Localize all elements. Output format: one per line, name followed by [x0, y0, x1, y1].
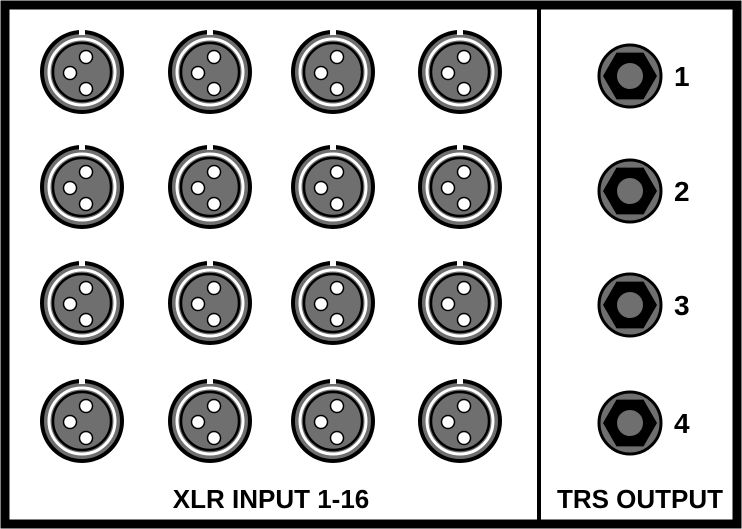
xlr-connector-12 — [418, 261, 502, 345]
xlr-pin-icon — [206, 196, 222, 212]
xlr-pin-icon — [313, 180, 329, 196]
xlr-latch-icon — [330, 261, 336, 266]
xlr-connector-4 — [418, 30, 502, 114]
xlr-pin-icon — [329, 280, 345, 296]
xlr-latch-icon — [330, 379, 336, 384]
trs-output-column: 1 2 3 4 — [597, 43, 690, 456]
xlr-pin-icon — [62, 296, 78, 312]
xlr-connector-5 — [40, 145, 124, 229]
xlr-connector-15 — [291, 379, 375, 463]
xlr-latch-icon — [457, 379, 463, 384]
xlr-connector-11 — [291, 261, 375, 345]
xlr-connector-9 — [40, 261, 124, 345]
xlr-latch-icon — [79, 30, 85, 35]
xlr-connector-1 — [40, 30, 124, 114]
xlr-input-label: XLR INPUT 1-16 — [173, 484, 370, 514]
trs-output-label: TRS OUTPUT — [557, 484, 723, 514]
xlr-latch-icon — [79, 145, 85, 150]
xlr-latch-icon — [79, 261, 85, 266]
xlr-pin-icon — [190, 414, 206, 430]
xlr-pin-icon — [456, 81, 472, 97]
xlr-latch-icon — [207, 379, 213, 384]
xlr-pin-icon — [329, 164, 345, 180]
trs-output-number: 2 — [674, 176, 690, 207]
xlr-pin-icon — [78, 280, 94, 296]
xlr-connector-14 — [168, 379, 252, 463]
xlr-pin-icon — [456, 398, 472, 414]
xlr-latch-icon — [457, 261, 463, 266]
xlr-pin-icon — [190, 180, 206, 196]
xlr-pin-icon — [62, 65, 78, 81]
xlr-connector-3 — [291, 30, 375, 114]
xlr-pin-icon — [206, 398, 222, 414]
xlr-pin-icon — [206, 280, 222, 296]
xlr-connector-10 — [168, 261, 252, 345]
xlr-pin-icon — [78, 398, 94, 414]
xlr-pin-icon — [78, 81, 94, 97]
xlr-pin-icon — [190, 296, 206, 312]
xlr-pin-icon — [440, 296, 456, 312]
xlr-latch-icon — [330, 30, 336, 35]
xlr-pin-icon — [206, 312, 222, 328]
xlr-latch-icon — [457, 30, 463, 35]
xlr-input-grid — [40, 30, 502, 463]
xlr-pin-icon — [329, 312, 345, 328]
xlr-pin-icon — [62, 414, 78, 430]
xlr-pin-icon — [313, 414, 329, 430]
xlr-pin-icon — [78, 312, 94, 328]
trs-jack-2 — [597, 158, 663, 224]
xlr-pin-icon — [206, 81, 222, 97]
xlr-connector-8 — [418, 145, 502, 229]
xlr-connector-2 — [168, 30, 252, 114]
xlr-connector-16 — [418, 379, 502, 463]
xlr-connector-7 — [291, 145, 375, 229]
xlr-pin-icon — [456, 312, 472, 328]
xlr-latch-icon — [457, 145, 463, 150]
xlr-connector-13 — [40, 379, 124, 463]
xlr-latch-icon — [207, 145, 213, 150]
xlr-pin-icon — [78, 196, 94, 212]
xlr-pin-icon — [329, 81, 345, 97]
xlr-pin-icon — [62, 180, 78, 196]
xlr-latch-icon — [207, 261, 213, 266]
xlr-pin-icon — [206, 430, 222, 446]
trs-jack-3 — [597, 272, 663, 338]
xlr-pin-icon — [313, 296, 329, 312]
xlr-pin-icon — [440, 65, 456, 81]
xlr-latch-icon — [330, 145, 336, 150]
xlr-pin-icon — [456, 196, 472, 212]
xlr-pin-icon — [440, 414, 456, 430]
xlr-pin-icon — [440, 180, 456, 196]
xlr-pin-icon — [206, 49, 222, 65]
xlr-pin-icon — [329, 398, 345, 414]
trs-output-number: 4 — [674, 408, 690, 439]
xlr-pin-icon — [206, 164, 222, 180]
xlr-connector-6 — [168, 145, 252, 229]
xlr-pin-icon — [78, 430, 94, 446]
xlr-pin-icon — [329, 430, 345, 446]
trs-jack-1 — [597, 43, 663, 109]
xlr-pin-icon — [78, 164, 94, 180]
xlr-pin-icon — [456, 430, 472, 446]
xlr-pin-icon — [78, 49, 94, 65]
trs-output-number: 1 — [674, 61, 690, 92]
trs-jack-4 — [597, 390, 663, 456]
xlr-pin-icon — [456, 280, 472, 296]
xlr-pin-icon — [329, 196, 345, 212]
xlr-pin-icon — [329, 49, 345, 65]
xlr-pin-icon — [190, 65, 206, 81]
trs-output-number: 3 — [674, 290, 690, 321]
xlr-latch-icon — [79, 379, 85, 384]
xlr-pin-icon — [313, 65, 329, 81]
xlr-pin-icon — [456, 49, 472, 65]
xlr-pin-icon — [456, 164, 472, 180]
xlr-latch-icon — [207, 30, 213, 35]
